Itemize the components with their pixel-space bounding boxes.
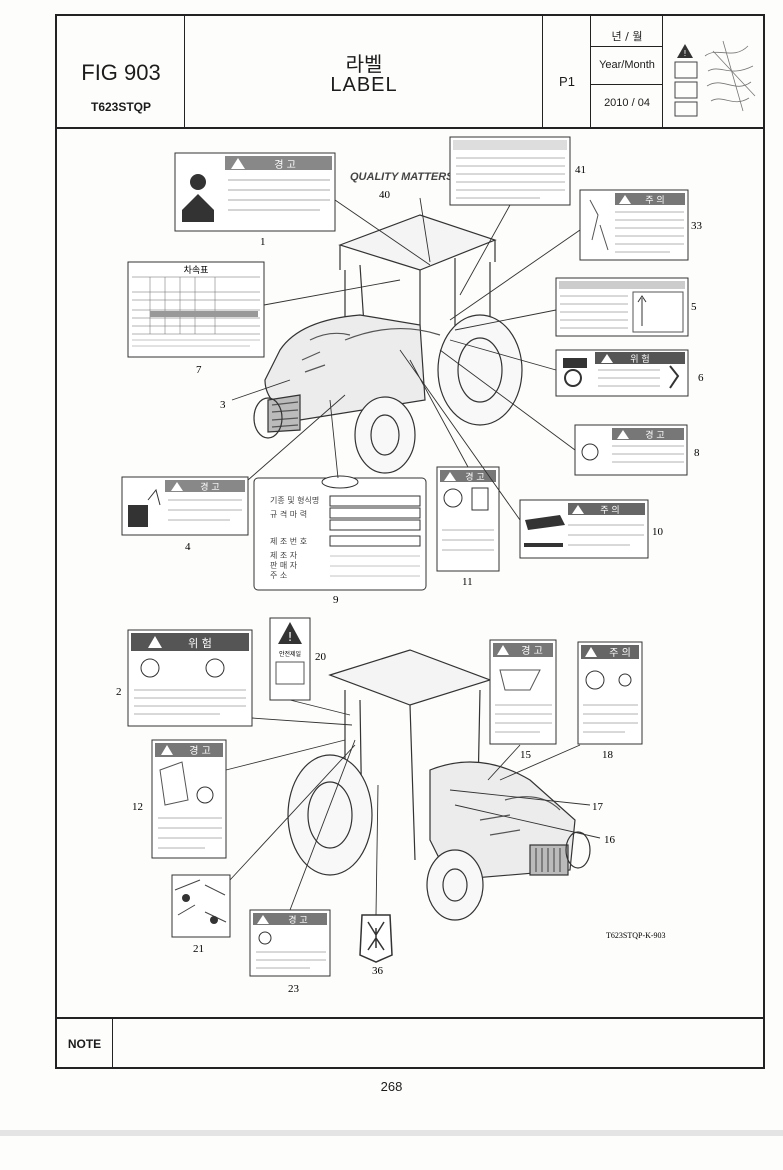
callout-7: 7 — [196, 364, 202, 376]
callout-5: 5 — [691, 301, 697, 313]
svg-text:기종 및 형식명: 기종 및 형식명 — [270, 495, 319, 505]
svg-text:!: ! — [683, 49, 686, 58]
callout-8: 8 — [694, 447, 700, 459]
warning-label-12: 경 고 12 — [132, 739, 227, 859]
callout-2: 2 — [116, 686, 122, 698]
note-row: NOTE — [57, 1017, 763, 1071]
callout-1: 1 — [260, 236, 266, 248]
callout-18: 18 — [602, 749, 614, 761]
scan-edge — [0, 1130, 783, 1136]
symbol-cell: ! — [663, 16, 763, 127]
safety-label-20: ! 안전제일 20 — [269, 617, 327, 701]
callout-21: 21 — [193, 943, 204, 955]
callout-17: 17 — [592, 801, 604, 813]
page-cell: P1 — [543, 16, 591, 127]
caution-label-18: 주 의 18 — [577, 641, 643, 761]
svg-text:주 의: 주 의 — [609, 647, 631, 659]
manufacturer-stamp-icon: ! — [674, 40, 756, 117]
label-5: 5 — [555, 277, 697, 337]
label-41: 41 — [449, 136, 586, 206]
svg-text:안전제일: 안전제일 — [279, 650, 301, 658]
svg-text:경 고: 경 고 — [288, 914, 307, 926]
model-code: T623STQP — [90, 100, 152, 114]
svg-text:판 매 자: 판 매 자 — [270, 561, 298, 570]
svg-text:경 고: 경 고 — [465, 471, 484, 483]
caution-label-10: 주 의 10 — [519, 499, 664, 559]
callout-11: 11 — [462, 576, 473, 588]
svg-text:차속표: 차속표 — [184, 264, 209, 276]
page-number: 268 — [380, 1079, 403, 1094]
callout-12: 12 — [132, 801, 143, 813]
nameplate-label-9: 기종 및 형식명 규 격 마 력 제 조 번 호 제 조 자 판 매 자 주 소… — [253, 475, 427, 606]
callout-9: 9 — [333, 594, 339, 606]
svg-text:규 격 마 력: 규 격 마 력 — [270, 509, 307, 519]
label-21: 21 — [171, 874, 231, 955]
callout-10: 10 — [652, 526, 664, 538]
svg-text:주 의: 주 의 — [600, 505, 619, 516]
svg-text:위 험: 위 험 — [630, 354, 649, 365]
tractor-lower-icon — [287, 649, 591, 921]
svg-text:경 고: 경 고 — [521, 644, 543, 657]
svg-text:경 고: 경 고 — [200, 481, 219, 493]
callout-40: 40 — [379, 189, 391, 201]
quality-matters-logo: QUALITY MATTERS 40 — [350, 171, 454, 201]
warning-label-8: 경 고 8 — [574, 424, 700, 476]
warning-label-1: 경 고 1 — [174, 152, 336, 248]
warning-label-15: 경 고 15 — [489, 639, 557, 761]
danger-label-6: 위 험 6 — [555, 349, 704, 397]
callout-23: 23 — [288, 983, 300, 995]
svg-text:경 고: 경 고 — [645, 429, 664, 441]
drawing-frame: FIG 903 T623STQP 라벨 LABEL P1 년 / 월 Year/… — [55, 14, 765, 1069]
page-label: P1 — [559, 74, 575, 89]
svg-text:제 조 자: 제 조 자 — [270, 551, 298, 560]
callout-33: 33 — [691, 220, 703, 232]
warning-label-4: 경 고 4 — [121, 476, 249, 553]
date-cell: 년 / 월 Year/Month 2010 / 04 — [591, 16, 663, 127]
warning-label-23: 경 고 23 — [249, 909, 331, 995]
tractor-upper-icon — [253, 214, 523, 474]
callout-16: 16 — [604, 834, 616, 846]
callout-20: 20 — [315, 651, 327, 663]
date-label-english: Year/Month — [599, 59, 655, 71]
title-korean: 라벨 — [345, 52, 383, 76]
danger-label-2: 위 험 2 — [116, 629, 253, 727]
logo-label-36: 36 — [359, 914, 393, 977]
note-label: NOTE — [57, 1019, 113, 1069]
title-block: FIG 903 T623STQP 라벨 LABEL P1 년 / 월 Year/… — [57, 16, 763, 129]
svg-text:QUALITY MATTERS: QUALITY MATTERS — [350, 171, 454, 183]
callout-3: 3 — [220, 399, 226, 411]
title-cell: 라벨 LABEL — [185, 16, 543, 127]
fig-cell: FIG 903 T623STQP — [57, 16, 185, 127]
warning-label-11: 경 고 11 — [436, 466, 500, 588]
caution-label-33: 주 의 33 — [579, 189, 703, 261]
callout-36: 36 — [372, 965, 384, 977]
svg-text:경 고: 경 고 — [189, 744, 211, 757]
label-drawing: 경 고 1 차속표 7 QUALITY MATTERS 40 41 주 의 — [116, 136, 704, 995]
svg-text:경 고: 경 고 — [274, 158, 296, 171]
svg-text:!: ! — [288, 630, 293, 644]
title-english: LABEL — [330, 74, 398, 96]
callout-4: 4 — [185, 541, 191, 553]
svg-text:주 의: 주 의 — [645, 195, 664, 206]
speed-chart-label-7: 차속표 7 — [127, 261, 265, 376]
svg-text:주 소: 주 소 — [270, 571, 287, 580]
date-value: 2010 / 04 — [604, 97, 650, 109]
fig-number: FIG 903 — [81, 60, 161, 85]
callout-6: 6 — [698, 372, 704, 384]
callout-15: 15 — [520, 749, 532, 761]
date-label-korean: 년 / 월 — [611, 30, 643, 43]
drawing-number: T623STQP-K-903 — [606, 931, 666, 940]
callout-41: 41 — [575, 164, 586, 176]
svg-text:위 험: 위 험 — [188, 637, 212, 650]
svg-text:제 조 번 호: 제 조 번 호 — [270, 537, 307, 546]
